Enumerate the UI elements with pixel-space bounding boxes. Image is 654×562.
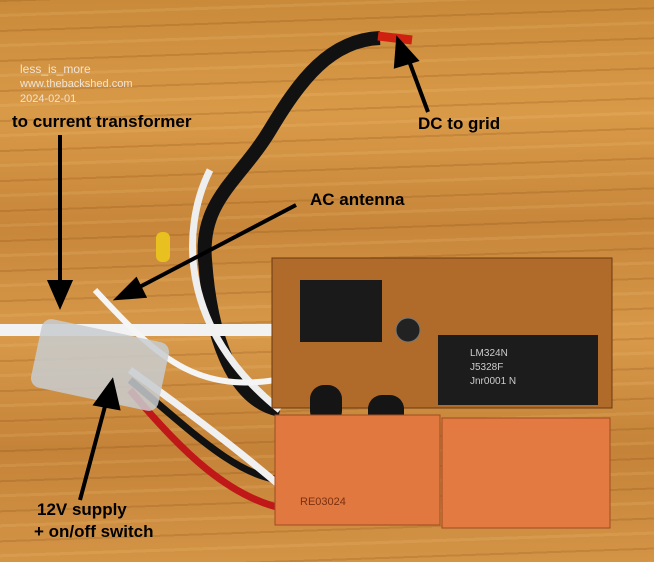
arrow-antenna xyxy=(129,203,297,294)
arrow-dc-to-grid-head xyxy=(393,35,420,69)
arrow-ct-head xyxy=(46,280,74,311)
red-wire xyxy=(127,387,291,514)
dc-wire-white xyxy=(189,168,283,413)
relay-left xyxy=(274,414,441,526)
annotation-arrows xyxy=(46,35,430,501)
dc-wire-black xyxy=(197,31,381,417)
label-dc-to-grid: DC to grid xyxy=(418,114,501,133)
label-current-transformer: to current transformer xyxy=(12,112,192,131)
ic-marking-1: LM324N xyxy=(470,348,508,359)
watermark-date: 2024-02-01 xyxy=(20,93,77,105)
label-supply-line2: + on/off switch xyxy=(34,522,154,541)
relay-marking: RE03024 xyxy=(300,496,346,508)
switch-shrink xyxy=(31,319,169,411)
ic-left xyxy=(300,280,382,342)
capacitor xyxy=(395,317,421,343)
watermark-user: less_is_more xyxy=(20,62,91,76)
label-ac-antenna: AC antenna xyxy=(310,190,405,209)
label-supply-line1: 12V supply xyxy=(37,500,127,519)
relay-right xyxy=(441,417,611,529)
ic-marking-3: Jnr0001 N xyxy=(470,376,516,387)
arrow-antenna-head xyxy=(112,276,148,301)
dc-wire-tip xyxy=(377,31,413,45)
arrow-supply xyxy=(78,394,110,501)
ic-right xyxy=(438,335,598,405)
ic-marking-2: J5328F xyxy=(470,362,503,373)
watermark-site: www.thebackshed.com xyxy=(20,78,133,90)
led xyxy=(156,232,170,262)
antenna-wire xyxy=(92,287,301,386)
arrow-supply-head xyxy=(92,377,121,411)
